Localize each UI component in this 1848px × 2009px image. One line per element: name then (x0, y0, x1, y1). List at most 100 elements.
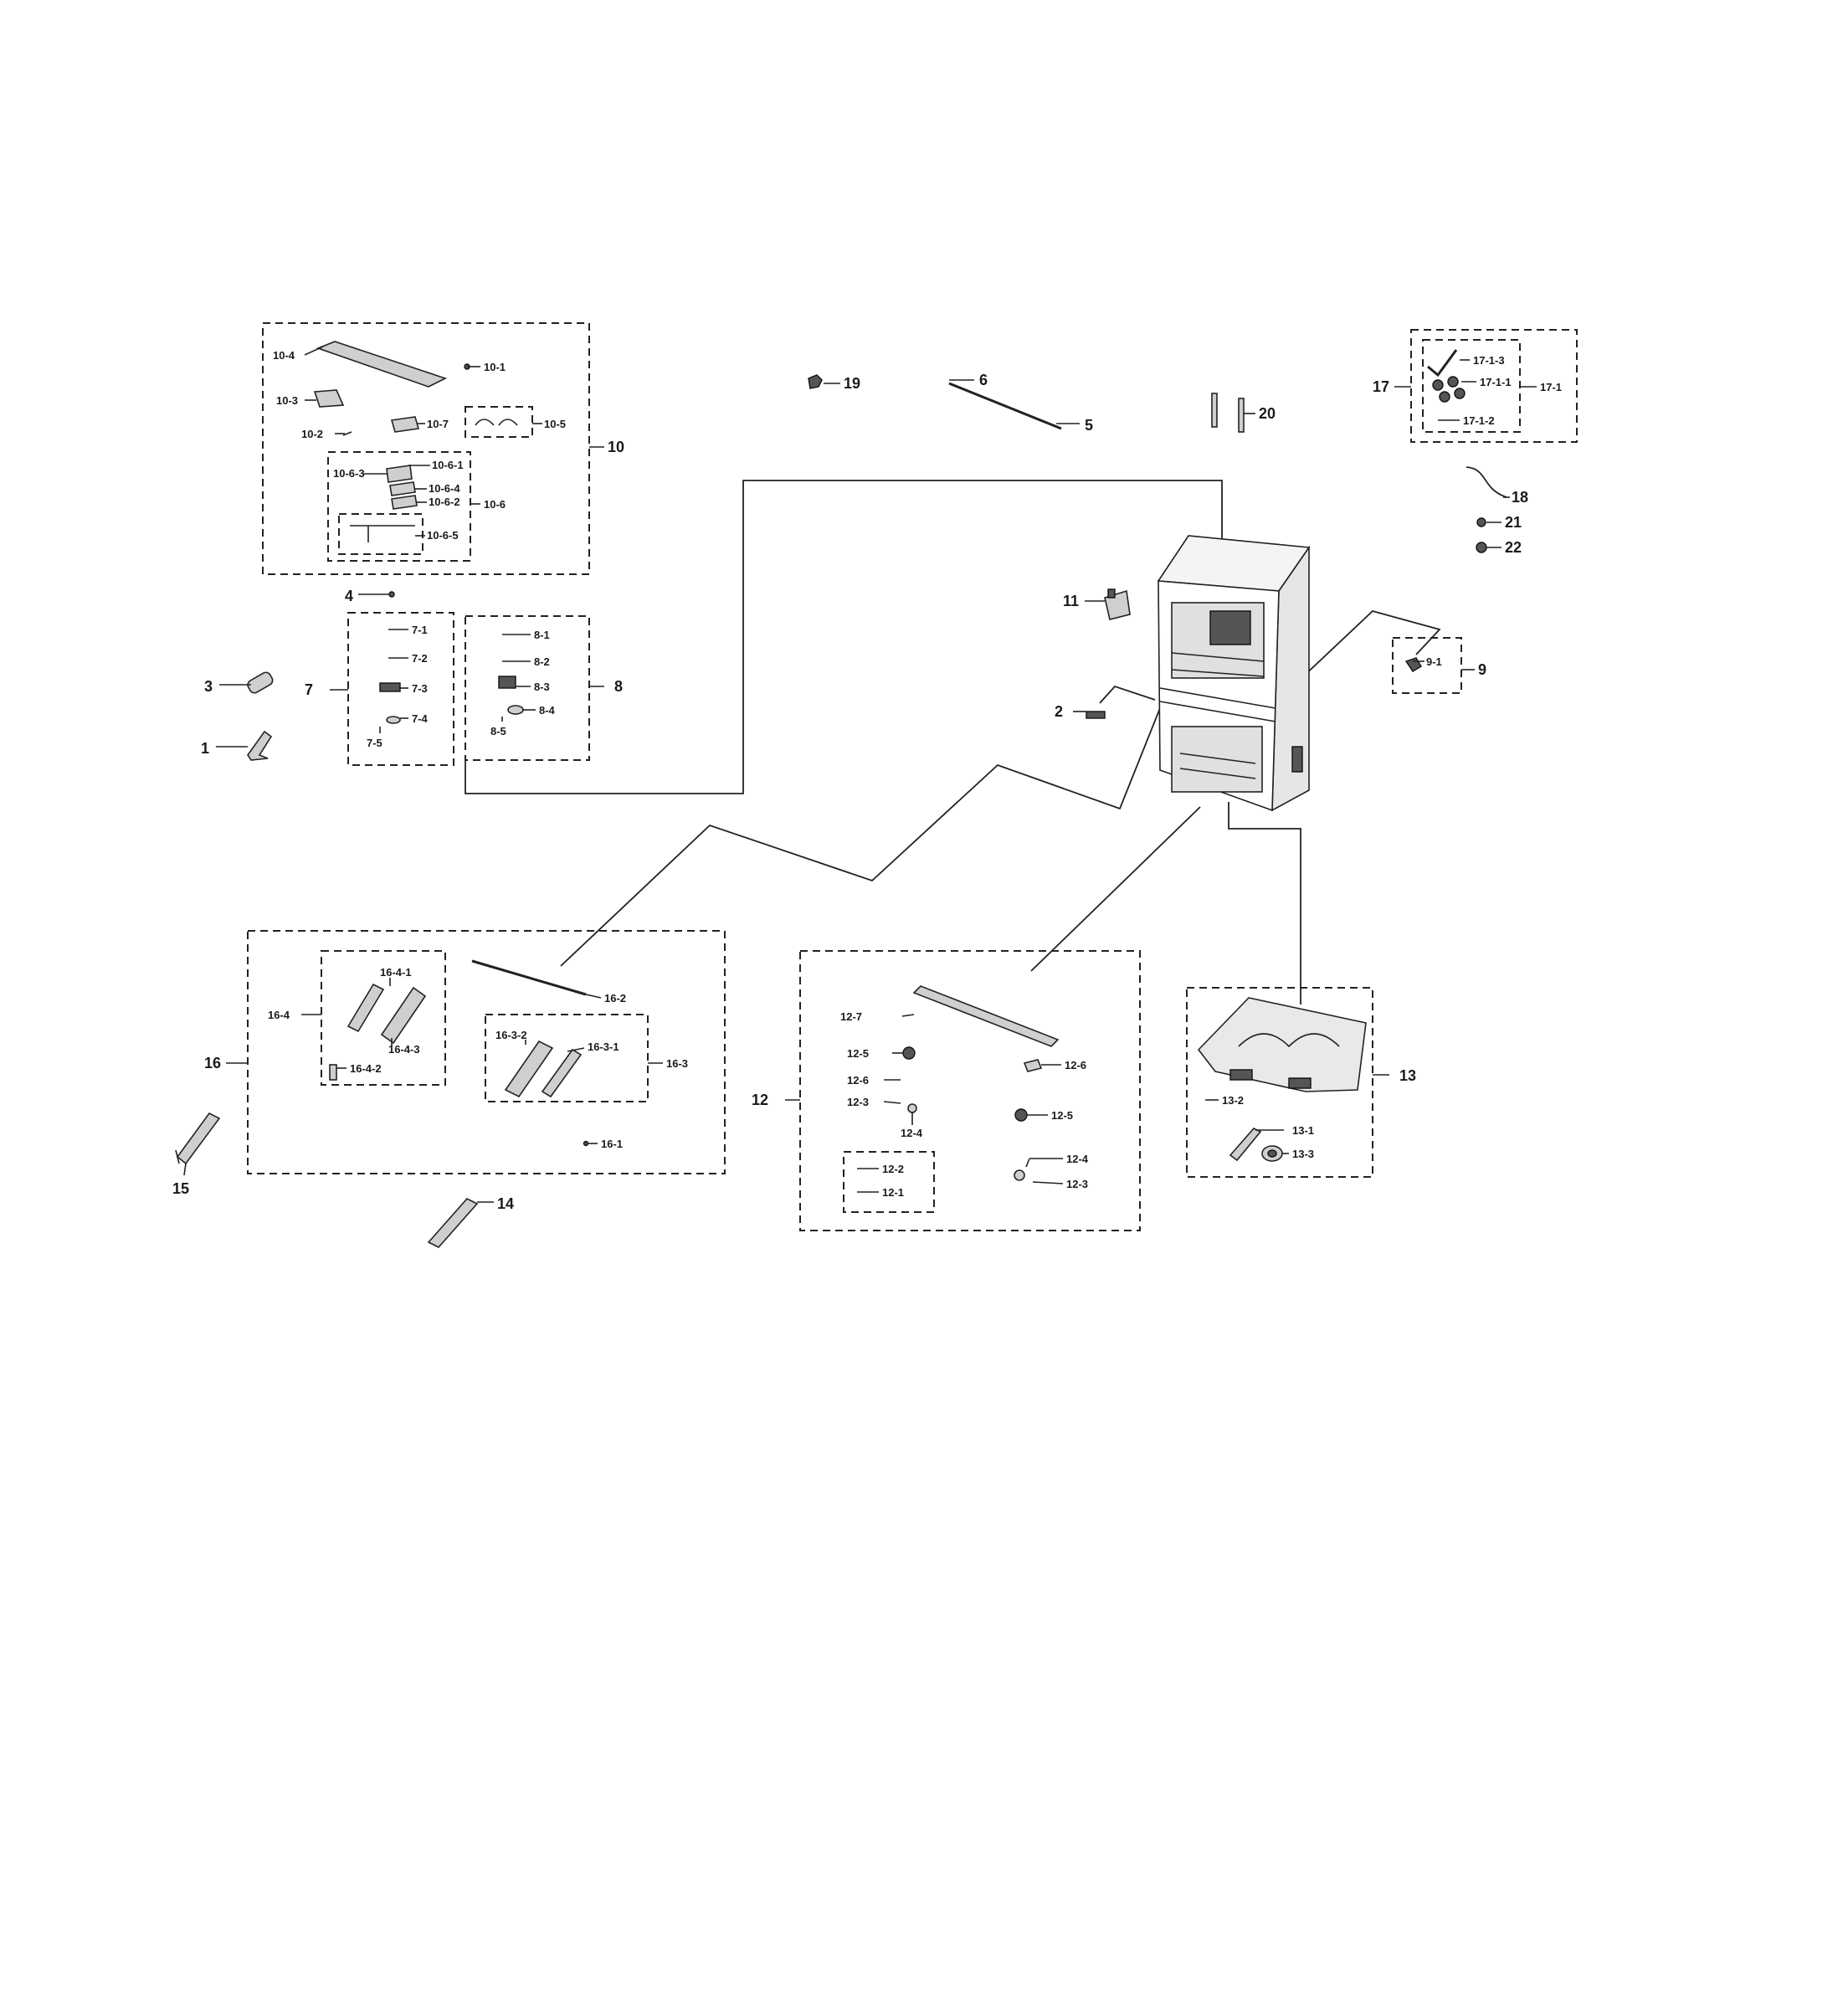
label-21: 21 (1505, 514, 1522, 531)
part-21 (1476, 517, 1486, 527)
label-13: 13 (1399, 1067, 1416, 1084)
label-11: 11 (1063, 593, 1079, 609)
label-9: 9 (1478, 661, 1486, 678)
part-10-3 (313, 389, 345, 408)
label-15: 15 (172, 1180, 189, 1197)
group-16-box (247, 930, 726, 1174)
group-17-box (1410, 329, 1578, 443)
label-12-1: 12-1 (882, 1186, 904, 1199)
label-16-4: 16-4 (268, 1009, 290, 1021)
label-16-1: 16-1 (601, 1138, 623, 1150)
part-10-7 (390, 416, 420, 433)
group-16-4-box (321, 950, 446, 1086)
label-13-3: 13-3 (1292, 1148, 1314, 1160)
label-7-3: 7-3 (412, 682, 428, 695)
part-1 (247, 730, 273, 761)
label-13-2: 13-2 (1222, 1094, 1244, 1107)
label-4: 4 (345, 588, 353, 604)
part-10-4 (316, 341, 448, 388)
label-10-6-1: 10-6-1 (432, 459, 464, 471)
leader-lines (183, 346, 1537, 1203)
part-2 (1086, 711, 1106, 719)
part-16-1 (583, 1140, 589, 1147)
label-8-4: 8-4 (539, 704, 556, 717)
label-20: 20 (1259, 405, 1276, 422)
part-10-6-parts (350, 465, 418, 542)
label-1: 1 (201, 740, 209, 757)
group-13-box (1186, 987, 1373, 1178)
label-2: 2 (1055, 703, 1063, 720)
part-13-tray (1197, 997, 1367, 1092)
label-7-2: 7-2 (412, 652, 428, 665)
part-7-4 (386, 716, 401, 724)
part-12-5b (1014, 1108, 1028, 1122)
wire-to-group-16 (560, 699, 1164, 967)
part-15 (175, 1112, 221, 1165)
label-7-4: 7-4 (412, 712, 429, 725)
label-12: 12 (752, 1092, 768, 1108)
label-12-3a: 12-3 (847, 1096, 869, 1108)
part-10-5 (475, 419, 518, 426)
group-16-3-box (485, 1014, 649, 1102)
label-7-1: 7-1 (412, 624, 428, 636)
label-10-6: 10-6 (484, 498, 506, 511)
label-12-6a: 12-6 (847, 1074, 869, 1087)
label-19: 19 (844, 375, 860, 392)
part-9-1 (1404, 657, 1422, 672)
label-18: 18 (1512, 489, 1528, 506)
label-8-5: 8-5 (490, 725, 506, 737)
label-12-5a: 12-5 (847, 1047, 869, 1060)
wire-to-part-2 (1099, 685, 1156, 704)
part-5-6 (948, 382, 1062, 430)
part-17-1-1 (1432, 376, 1466, 403)
label-10: 10 (608, 439, 624, 455)
label-10-6-5: 10-6-5 (427, 529, 459, 542)
group-10-6-5-box (338, 513, 424, 555)
label-12-7: 12-7 (840, 1010, 862, 1023)
group-10-5-box (465, 406, 533, 438)
part-8-4 (507, 705, 524, 715)
label-8-2: 8-2 (534, 655, 550, 668)
group-8-box (465, 615, 590, 761)
part-12-4a (907, 1103, 917, 1113)
label-10-3: 10-3 (276, 394, 298, 407)
group-12-box (799, 950, 1141, 1231)
group-10-box (262, 322, 590, 575)
part-7-3 (379, 682, 401, 692)
wire-to-group-12 (1030, 806, 1201, 972)
group-12-1-box (843, 1151, 935, 1213)
label-6: 6 (979, 372, 988, 388)
part-10-2 (342, 431, 352, 436)
label-17-1-3: 17-1-3 (1473, 354, 1505, 367)
wire-to-group-13 (1228, 802, 1301, 1004)
label-12-4a: 12-4 (901, 1127, 923, 1139)
refrigerator-cabinet (1157, 535, 1311, 812)
label-12-2: 12-2 (882, 1163, 904, 1175)
part-12-4b (1014, 1169, 1025, 1181)
label-22: 22 (1505, 539, 1522, 556)
group-9-box (1392, 637, 1462, 694)
label-17-1-2: 17-1-2 (1463, 414, 1495, 427)
label-17: 17 (1373, 378, 1389, 395)
part-13-3 (1261, 1145, 1283, 1162)
label-10-1: 10-1 (484, 361, 506, 373)
part-18 (1466, 466, 1507, 498)
label-5: 5 (1085, 417, 1093, 434)
label-16-3: 16-3 (666, 1057, 688, 1070)
label-12-6b: 12-6 (1065, 1059, 1086, 1071)
part-19 (808, 374, 823, 389)
label-10-7: 10-7 (427, 418, 449, 430)
group-7-box (347, 612, 454, 766)
part-14 (427, 1198, 479, 1248)
label-17-1: 17-1 (1540, 381, 1562, 393)
label-8: 8 (614, 678, 623, 695)
label-10-2: 10-2 (301, 428, 323, 440)
label-10-5: 10-5 (544, 418, 566, 430)
label-7-5: 7-5 (367, 737, 382, 749)
part-22 (1476, 542, 1487, 553)
wire-to-group-7-8 (465, 480, 1223, 794)
label-16-4-3: 16-4-3 (388, 1043, 420, 1056)
label-12-5b: 12-5 (1051, 1109, 1073, 1122)
label-8-3: 8-3 (534, 681, 550, 693)
label-10-6-3: 10-6-3 (333, 467, 365, 480)
